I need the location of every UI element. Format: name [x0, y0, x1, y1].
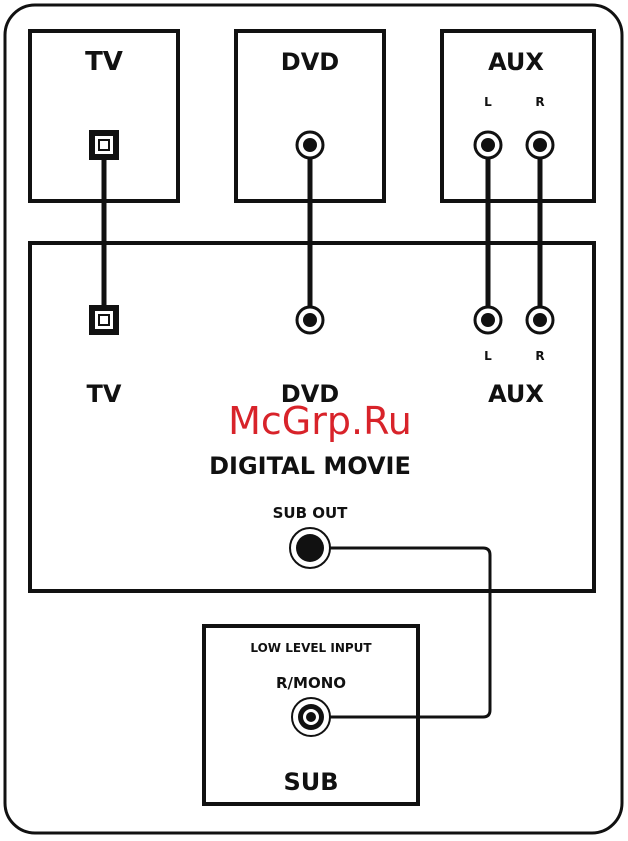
dvd-source-label: DVD	[281, 48, 339, 76]
watermark: McGrp.Ru	[228, 399, 412, 443]
optical-port-icon	[89, 130, 119, 160]
main-aux-right-label: R	[535, 349, 544, 363]
rca-jack-icon	[292, 698, 330, 736]
rca-jack-icon	[475, 132, 501, 158]
main-tv-label: TV	[87, 380, 122, 408]
r-mono-label: R/MONO	[276, 674, 346, 692]
tv-source-label: TV	[85, 47, 123, 77]
aux-source-label: AUX	[488, 48, 544, 76]
sub-out-label: SUB OUT	[273, 504, 349, 522]
main-aux-left-label: L	[484, 349, 492, 363]
rca-jack-icon	[475, 307, 501, 333]
rca-jack-icon	[297, 307, 323, 333]
sub-out-jack-icon	[290, 528, 330, 568]
rca-jack-icon	[527, 132, 553, 158]
low-level-input-label: LOW LEVEL INPUT	[250, 641, 372, 655]
aux-source-left-label: L	[484, 95, 492, 109]
rca-jack-icon	[527, 307, 553, 333]
main-aux-label: AUX	[488, 380, 544, 408]
optical-port-icon	[89, 305, 119, 335]
sub-label: SUB	[283, 768, 338, 796]
rca-jack-icon	[297, 132, 323, 158]
main-title: DIGITAL MOVIE	[209, 452, 411, 480]
aux-source-right-label: R	[535, 95, 544, 109]
